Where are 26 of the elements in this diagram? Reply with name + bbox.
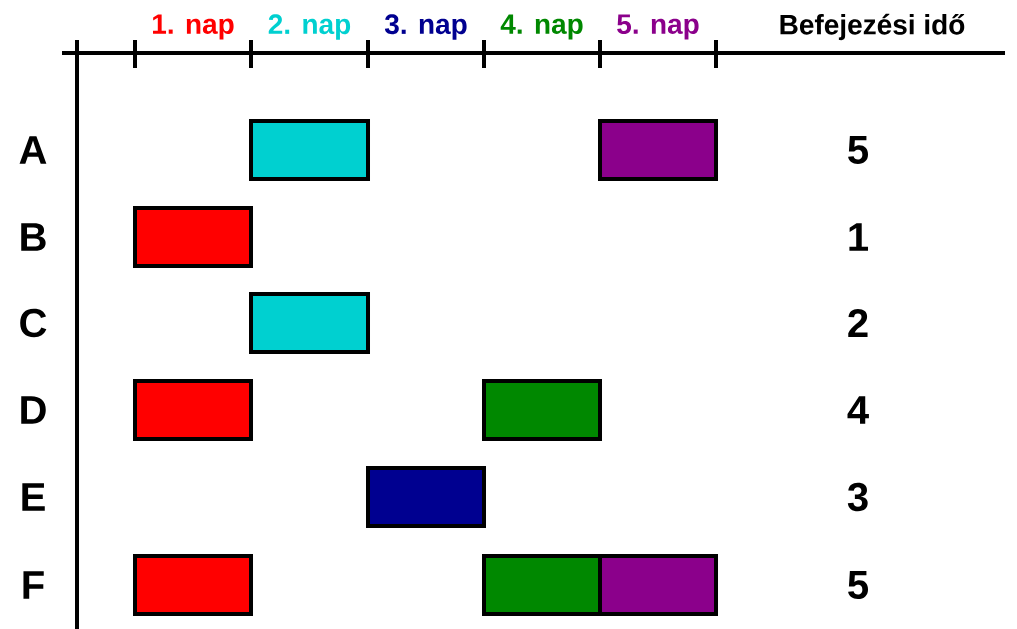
schedule-bar: [133, 206, 253, 268]
row-label: D: [21, 396, 46, 424]
schedule-bar: [249, 119, 370, 181]
completion-time: 2: [848, 309, 868, 337]
completion-time: 5: [848, 136, 868, 164]
row-label: B: [21, 223, 46, 251]
row-label: E: [22, 483, 45, 511]
schedule-bar: [482, 379, 602, 441]
day-header: 3. nap: [384, 14, 467, 40]
day-header: 1. nap: [153, 14, 234, 40]
completion-time: 3: [847, 482, 868, 512]
schedule-bar: [133, 379, 253, 441]
schedule-bar: [366, 466, 486, 528]
day-header: 2. nap: [268, 14, 351, 40]
row-label: C: [20, 308, 47, 338]
column-header: Befejezési idő: [780, 13, 965, 41]
row-label: A: [19, 136, 47, 164]
schedule-bar: [133, 554, 253, 616]
schedule-bar: [249, 292, 370, 354]
completion-time: 1: [849, 223, 868, 251]
schedule-bar: [598, 119, 718, 181]
completion-time: 5: [848, 571, 868, 599]
row-label: F: [23, 571, 44, 599]
day-header: 4. nap: [500, 14, 583, 40]
completion-time: 4: [847, 396, 869, 424]
day-header: 5. nap: [617, 14, 699, 40]
